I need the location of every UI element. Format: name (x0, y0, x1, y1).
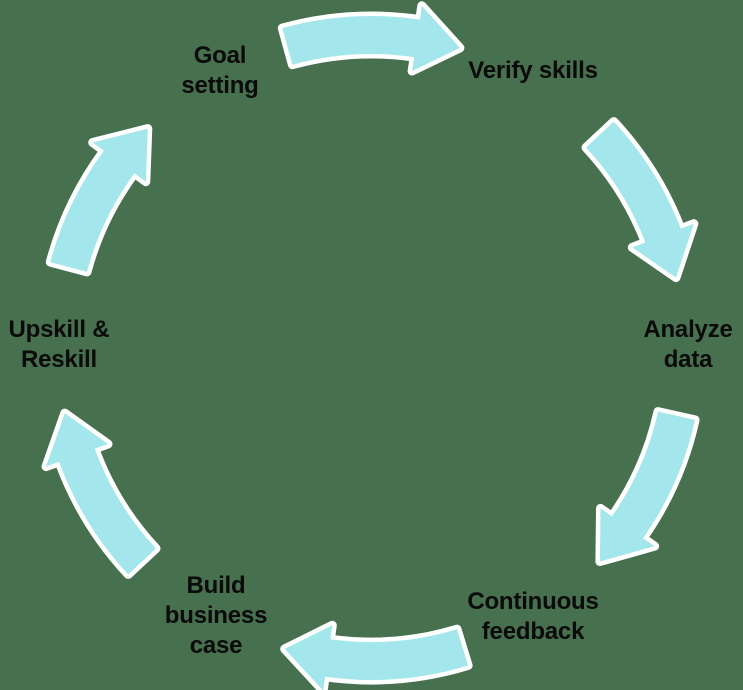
stage-label-verify-skills: Verify skills (468, 57, 598, 84)
stage-label-analyze-data: Analyze data (643, 316, 733, 373)
stage-label-upskill-reskill: Upskill & Reskill (8, 316, 110, 373)
curved-arrow-analyze-data-to-continuous-feedback-icon (595, 407, 700, 566)
curved-arrow-build-business-case-to-upskill-reskill-icon (41, 408, 161, 579)
stage-label-goal-setting: Goal setting (181, 42, 259, 99)
stage-label-continuous-feedback: Continuous feedback (467, 588, 599, 645)
curved-arrow-goal-setting-to-verify-skills-icon (277, 1, 465, 76)
curved-arrow-continuous-feedback-to-build-business-case-icon (280, 620, 473, 690)
stage-label-build-business-case: Build business case (164, 572, 268, 659)
curved-arrow-verify-skills-to-analyze-data-icon (581, 117, 699, 283)
curved-arrow-upskill-reskill-to-goal-setting-icon (45, 124, 153, 277)
